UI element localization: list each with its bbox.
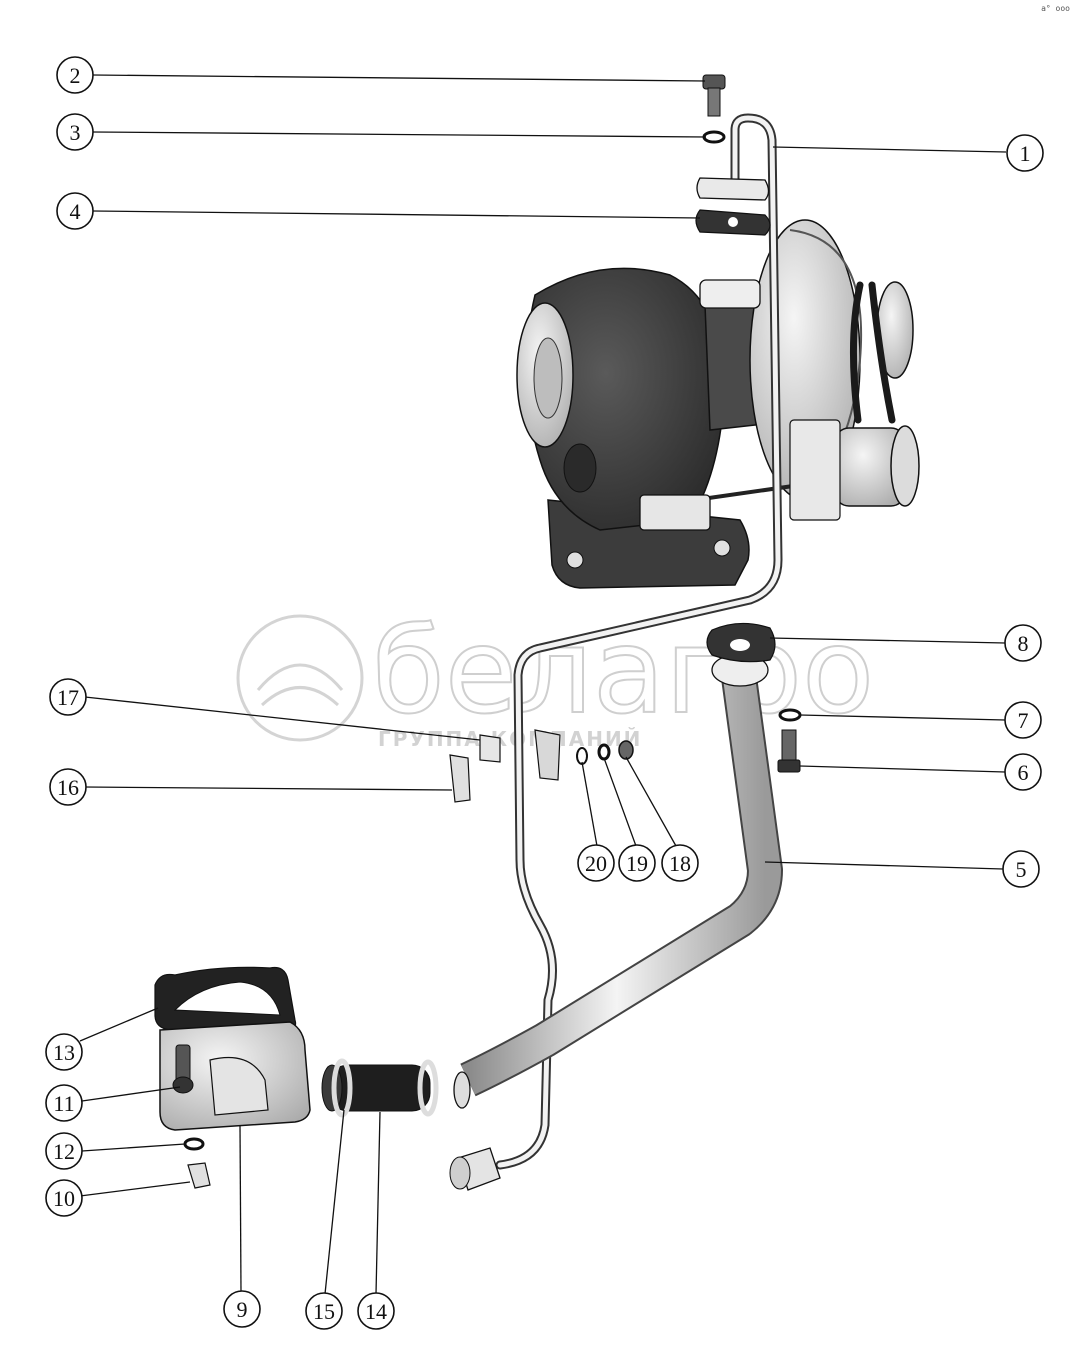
svg-text:11: 11 xyxy=(53,1091,74,1116)
corner-mark: a° ooo xyxy=(1041,4,1070,13)
leader-lines xyxy=(79,74,1007,1295)
bolt-6-head xyxy=(777,759,801,773)
clamp-16 xyxy=(449,754,471,803)
flange-hole xyxy=(713,539,731,557)
bolt-2-shank xyxy=(707,87,721,117)
svg-text:5: 5 xyxy=(1016,857,1027,882)
gasket-8-hole xyxy=(730,639,750,651)
washer-7 xyxy=(778,708,802,722)
actuator-lever xyxy=(639,494,711,531)
pipe-end xyxy=(449,1156,471,1190)
callout-7: 7 xyxy=(1004,701,1042,739)
callout-19: 19 xyxy=(618,844,656,882)
callout-3: 3 xyxy=(56,113,94,151)
bracket-17 xyxy=(479,734,501,763)
callout-18: 18 xyxy=(661,844,699,882)
callout-12: 12 xyxy=(45,1132,83,1170)
bolt-11-head xyxy=(172,1076,194,1094)
oil-drain-pipe xyxy=(453,653,783,1109)
callout-13: 13 xyxy=(45,1033,83,1071)
svg-text:20: 20 xyxy=(585,851,607,876)
nut-18 xyxy=(618,740,634,760)
pipe-flange xyxy=(696,177,770,201)
callout-17: 17 xyxy=(49,678,87,716)
callout-1: 1 xyxy=(1006,134,1044,172)
bracket xyxy=(789,419,841,521)
callout-14: 14 xyxy=(357,1292,395,1330)
bolt-2 xyxy=(702,74,726,90)
callout-2: 2 xyxy=(56,56,94,94)
gasket-4-hole xyxy=(728,217,738,227)
turbine-outlet-bore xyxy=(533,337,563,419)
clip xyxy=(534,729,561,781)
callout-11: 11 xyxy=(45,1084,83,1122)
oil-inlet-boss xyxy=(699,279,761,309)
watermark: белагро ГРУППА КОМПАНИЙ xyxy=(236,601,875,751)
svg-text:7: 7 xyxy=(1018,708,1029,733)
watermark-logo-ring xyxy=(236,614,364,742)
washer-19 xyxy=(597,743,611,761)
drain-pipe-end xyxy=(453,1071,471,1109)
svg-text:17: 17 xyxy=(57,685,79,710)
svg-text:6: 6 xyxy=(1018,760,1029,785)
flange-hole xyxy=(566,551,584,569)
callout-16: 16 xyxy=(49,768,87,806)
clamp-15-left xyxy=(331,1058,353,1118)
callout-8: 8 xyxy=(1004,624,1042,662)
svg-text:1: 1 xyxy=(1020,141,1031,166)
svg-text:8: 8 xyxy=(1018,631,1029,656)
svg-text:10: 10 xyxy=(53,1186,75,1211)
wastegate-port xyxy=(563,443,597,493)
watermark-logo-arc xyxy=(256,663,344,691)
callouts: 1 2 3 4 5 6 7 8 xyxy=(45,56,1044,1330)
callout-5: 5 xyxy=(1002,850,1040,888)
svg-text:9: 9 xyxy=(237,1297,248,1322)
svg-text:13: 13 xyxy=(53,1040,75,1065)
svg-text:3: 3 xyxy=(70,120,81,145)
svg-text:12: 12 xyxy=(53,1139,75,1164)
oil-supply-pipe xyxy=(449,113,783,1191)
watermark-logo-arc-2 xyxy=(260,686,340,707)
callout-4: 4 xyxy=(56,192,94,230)
svg-text:16: 16 xyxy=(57,775,79,800)
callout-10: 10 xyxy=(45,1179,83,1217)
watermark-brand: белагро xyxy=(372,602,874,740)
svg-text:4: 4 xyxy=(70,199,81,224)
turbocharger xyxy=(516,219,920,589)
clamp-15-right xyxy=(417,1059,439,1117)
washer-20 xyxy=(576,747,588,765)
washer-12 xyxy=(183,1137,205,1151)
washer-3 xyxy=(702,130,726,144)
svg-text:19: 19 xyxy=(626,851,648,876)
svg-text:18: 18 xyxy=(669,851,691,876)
actuator-cap xyxy=(890,425,920,507)
gasket-13-inner xyxy=(173,981,281,1016)
callout-9: 9 xyxy=(223,1290,261,1328)
callout-6: 6 xyxy=(1004,753,1042,791)
svg-text:2: 2 xyxy=(70,63,81,88)
plug-10 xyxy=(187,1162,211,1189)
flange-9-spigot xyxy=(209,1056,269,1116)
svg-text:15: 15 xyxy=(313,1299,335,1324)
bolt-6 xyxy=(781,729,797,765)
actuator-hose xyxy=(849,281,896,424)
callout-20: 20 xyxy=(577,844,615,882)
hose-14 xyxy=(329,1064,431,1112)
callout-15: 15 xyxy=(305,1292,343,1330)
svg-text:14: 14 xyxy=(365,1299,387,1324)
watermark-subtitle: ГРУППА КОМПАНИЙ xyxy=(378,727,642,751)
